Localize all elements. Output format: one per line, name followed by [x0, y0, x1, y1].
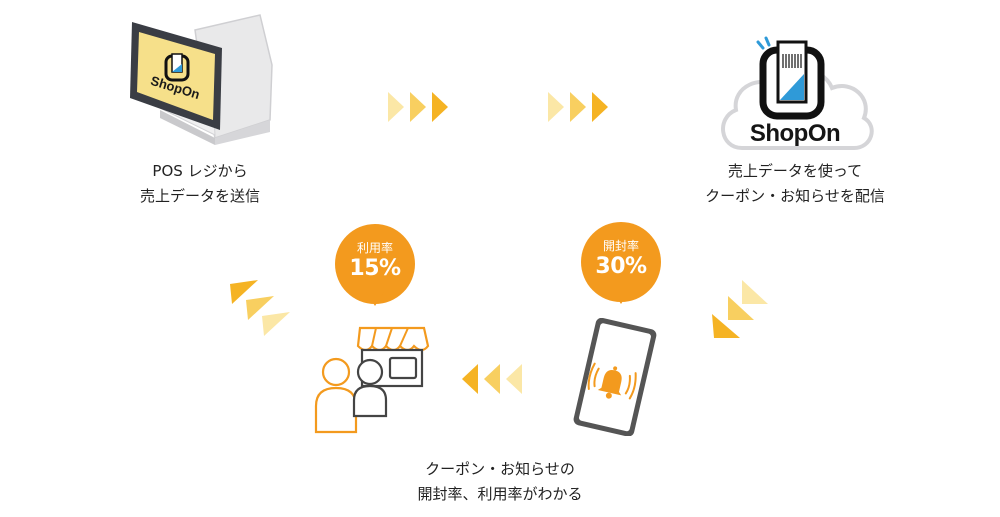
arrow-phone-to-store [462, 362, 526, 400]
usage-rate-tail [366, 292, 384, 306]
arrow-cloud-to-phone [706, 280, 772, 348]
cloud-caption-line1: 売上データを使って [727, 162, 863, 180]
smartphone-icon [573, 317, 657, 437]
shopon-mark-icon [164, 53, 190, 82]
pos-caption-line2: 売上データを送信 [139, 187, 260, 205]
chevron-arrow-icon [712, 280, 768, 338]
chevron-arrow-icon [462, 364, 522, 394]
usage-rate-label: 利用率 [356, 241, 393, 255]
cloud-icon [721, 36, 874, 150]
person-icon [352, 358, 388, 418]
pos-terminal: ShopOn [120, 10, 290, 145]
smartphone [566, 317, 662, 437]
shopon-cloud: ShopOn [712, 36, 878, 154]
person-icon [314, 357, 358, 434]
store-caption-line1: クーポン・お知らせの [425, 460, 575, 478]
store-caption: クーポン・お知らせの 開封率、利用率がわかる [390, 457, 610, 507]
cloud-caption-line2: クーポン・お知らせを配信 [705, 187, 885, 205]
arrow-store-to-pos [228, 280, 294, 348]
cloud-logo-text: ShopOn [749, 120, 841, 147]
arrow-pos-to-cloud-2 [548, 90, 612, 128]
chevron-arrow-icon [230, 280, 290, 336]
pos-terminal-icon [130, 14, 273, 145]
chevron-arrow-icon [548, 92, 608, 122]
open-rate-label: 開封率 [602, 239, 639, 253]
arrow-pos-to-cloud-1 [388, 90, 452, 128]
open-rate-value: 30% [595, 254, 647, 279]
cloud-caption: 売上データを使って クーポン・お知らせを配信 [680, 159, 910, 209]
bell-icon [587, 362, 637, 400]
store-illustration [312, 320, 434, 436]
usage-rate-circle [335, 224, 415, 304]
pos-caption-line1: POS レジから [152, 162, 248, 180]
store-caption-line2: 開封率、利用率がわかる [417, 485, 583, 503]
chevron-arrow-icon [388, 92, 448, 122]
open-rate-circle [581, 222, 661, 302]
open-rate-tail [612, 290, 630, 304]
usage-rate-value: 15% [349, 256, 401, 281]
usage-rate-badge: 利用率 15% [335, 224, 415, 314]
pos-caption: POS レジから 売上データを送信 [110, 159, 290, 209]
store-icon [314, 326, 430, 434]
open-rate-badge: 開封率 30% [581, 222, 661, 312]
